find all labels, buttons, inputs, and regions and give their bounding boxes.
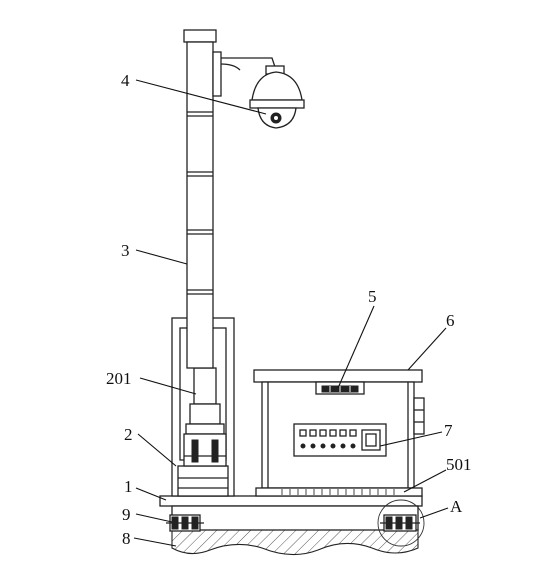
control-panel-part [293,423,387,457]
label-9: 9 [122,505,131,524]
label-7: 7 [444,421,453,440]
left-foot-part [166,514,204,532]
label-4: 4 [121,71,130,90]
label-8: 8 [122,529,131,548]
vent-slots [281,489,395,495]
label-501: 501 [446,455,472,474]
base-plate-part [159,495,423,531]
right-foot-part [377,499,425,547]
top-module-part [315,381,365,395]
ground-part [171,529,419,556]
camera-part [212,51,305,129]
label-1: 1 [124,477,133,496]
telescopic-pole-part [183,29,217,369]
control-cabinet-part [253,369,425,497]
label-2: 2 [124,425,133,444]
detail-circle-a [377,499,425,547]
label-3: 3 [121,241,130,260]
label-a: A [450,497,463,516]
label-201: 201 [106,369,132,388]
label-6: 6 [446,311,455,330]
reference-labels: 4 3 5 6 201 2 7 501 1 9 A 8 [106,71,472,548]
leader-lines [133,79,449,547]
label-5: 5 [368,287,377,306]
